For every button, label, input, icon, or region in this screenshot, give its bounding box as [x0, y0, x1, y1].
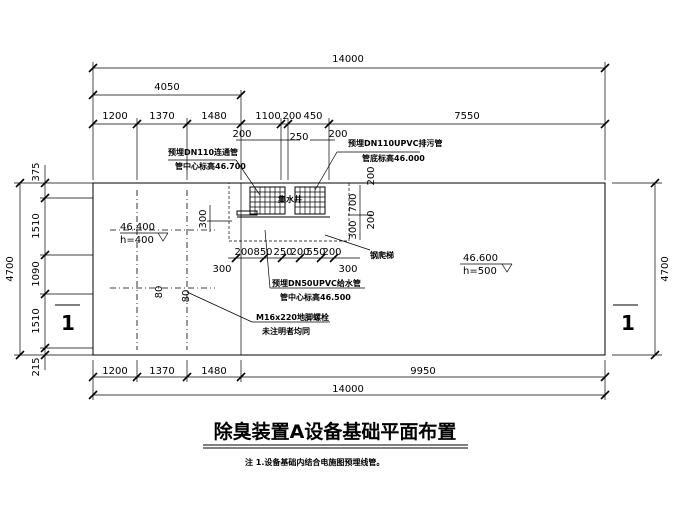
annotation-ladder: 钢爬梯 [370, 250, 394, 260]
dim-bottom-row-2: 1370 [149, 366, 174, 377]
annotation-dn50-line2: 管中心标高46.500 [280, 292, 351, 302]
bolt-centerlines [110, 190, 215, 350]
right-dimension-lines [612, 178, 662, 360]
dim-mid-row-2: 850 [253, 247, 272, 258]
leader-lines [168, 151, 420, 323]
drawing-title: 除臭装置A设备基础平面布置 [214, 420, 457, 443]
elevation-right-height: h=500 [463, 266, 497, 277]
dim-top-row-1: 1200 [102, 111, 127, 122]
dim-top-row-7: 7550 [454, 111, 479, 122]
mid-dimension-lines [207, 185, 372, 263]
dim-mid-row-6: 200 [322, 247, 341, 258]
dim-mid-v-200: 200 [366, 210, 377, 229]
dim-top-row-3: 1480 [201, 111, 226, 122]
dim-top-total: 14000 [332, 54, 364, 65]
annotation-dn50-line1: 预埋DN50UPVC给水管 [272, 278, 361, 288]
dim-top-small-200-a: 200 [232, 129, 251, 140]
annotation-upvc-line2: 管底标高46.000 [362, 153, 425, 163]
dim-left-row-4: 1510 [31, 308, 42, 333]
dim-bottom-row-1: 1200 [102, 366, 127, 377]
top-dimension-lines [88, 62, 610, 180]
section-label-left: 1 [61, 311, 75, 335]
dim-left-row-2: 1510 [31, 213, 42, 238]
equipment-grid-left [249, 186, 286, 215]
dim-mid-row-3: 250 [273, 247, 292, 258]
annotation-bolt-line2: 未注明者均同 [261, 326, 310, 336]
equipment-grid-right [294, 186, 326, 215]
dim-mid-row-4: 200 [290, 247, 309, 258]
chamber-label: 集水井 [277, 194, 302, 204]
elevation-left-value: 46.400 [120, 222, 155, 233]
dim-top-row-4: 1100 [255, 111, 280, 122]
elevation-marker-right [460, 263, 513, 273]
dim-bolt-v-80-b: 80 [181, 290, 192, 303]
dim-mid-row-5: 550 [306, 247, 325, 258]
dim-left-row-5: 215 [31, 357, 42, 376]
dim-top-small-250: 250 [289, 132, 308, 143]
annotation-bolt-line1: M16x220地脚螺栓 [256, 312, 329, 322]
dim-mid-left-300: 300 [212, 264, 231, 275]
dim-bolt-v-80-a: 80 [154, 286, 165, 299]
annotation-dn110-line1: 预埋DN110连通管 [168, 147, 238, 157]
elevation-left-height: h=400 [120, 235, 154, 246]
dim-mid-v-300: 300 [198, 209, 209, 228]
dim-top-row-6: 450 [303, 111, 322, 122]
drawing-note: 注 1.设备基础内结合电施图预埋线管。 [245, 457, 384, 467]
elevation-marker-left [120, 232, 169, 242]
dim-bottom-total: 14000 [332, 384, 364, 395]
dim-left-row-3: 1090 [31, 261, 42, 286]
annotation-dn110-line2: 管中心标高46.700 [175, 161, 246, 171]
foundation-outline [92, 182, 606, 356]
dim-top-row-5: 200 [282, 111, 301, 122]
dim-left-total: 4700 [5, 256, 16, 281]
dim-mid-v-700: 700 [348, 193, 359, 212]
dim-bottom-row-4: 9950 [410, 366, 435, 377]
dim-mid-right-300: 300 [338, 264, 357, 275]
dim-left-row-1: 375 [31, 162, 42, 181]
left-dimension-lines [14, 165, 93, 370]
dim-top-small-200-b: 200 [328, 129, 347, 140]
dim-bottom-row-3: 1480 [201, 366, 226, 377]
dim-top-left-group: 4050 [154, 82, 179, 93]
bottom-dimension-lines [88, 360, 610, 400]
section-label-right: 1 [621, 311, 635, 335]
dim-top-row-2: 1370 [149, 111, 174, 122]
dim-right-total: 4700 [660, 256, 671, 281]
annotation-upvc-line1: 预埋DN110UPVC排污管 [348, 138, 442, 148]
dim-mid-v-300-b: 300 [348, 220, 359, 239]
dim-mid-v-200-top: 200 [366, 166, 377, 185]
dim-mid-row-1: 200 [234, 247, 253, 258]
elevation-right-value: 46.600 [463, 253, 498, 264]
